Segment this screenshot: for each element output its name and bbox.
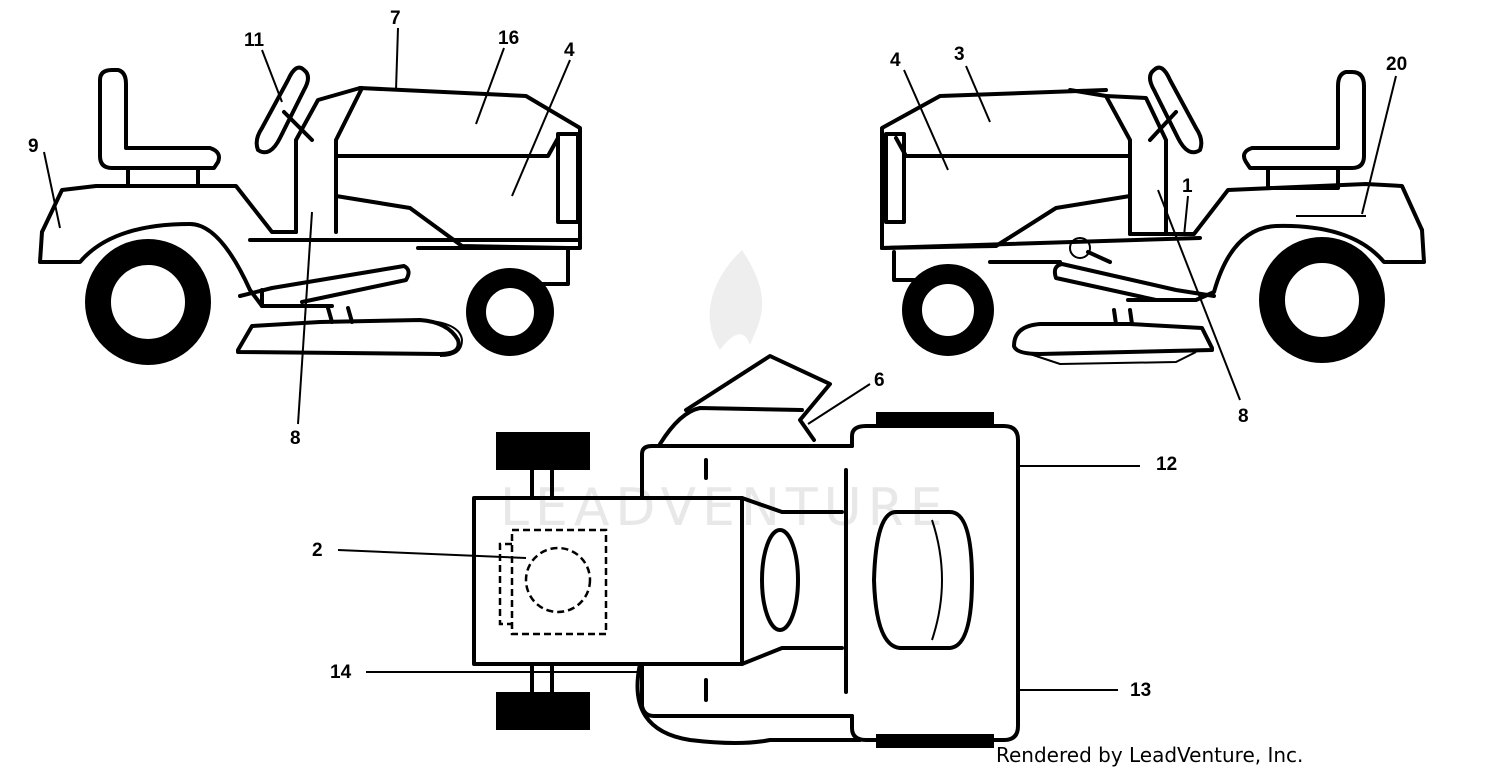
callout-3: 3 (954, 44, 965, 65)
callout-11: 11 (244, 30, 265, 51)
callout-12: 12 (1156, 454, 1177, 475)
callout-13: 13 (1130, 680, 1151, 701)
callout-4: 4 (564, 40, 575, 61)
left-side-view: 9 11 7 16 4 8 (28, 8, 582, 449)
callout-6: 6 (874, 370, 885, 391)
callout-7: 7 (390, 8, 401, 29)
callout-4: 4 (890, 50, 901, 71)
right-side-view: 4 3 20 1 8 (880, 44, 1426, 427)
credit-text: Rendered by LeadVenture, Inc. (996, 743, 1303, 767)
top-view: 6 12 2 14 13 (312, 354, 1177, 748)
watermark-text: LEADVENTURE (500, 478, 949, 538)
callout-14: 14 (330, 662, 352, 683)
watermark: LEADVENTURE (500, 250, 949, 538)
callout-8: 8 (290, 428, 301, 449)
callout-8: 8 (1238, 406, 1249, 427)
callout-9: 9 (28, 136, 39, 157)
callout-2: 2 (312, 540, 323, 561)
callout-20: 20 (1386, 54, 1407, 75)
callout-16: 16 (498, 28, 519, 49)
callout-1: 1 (1182, 176, 1193, 197)
